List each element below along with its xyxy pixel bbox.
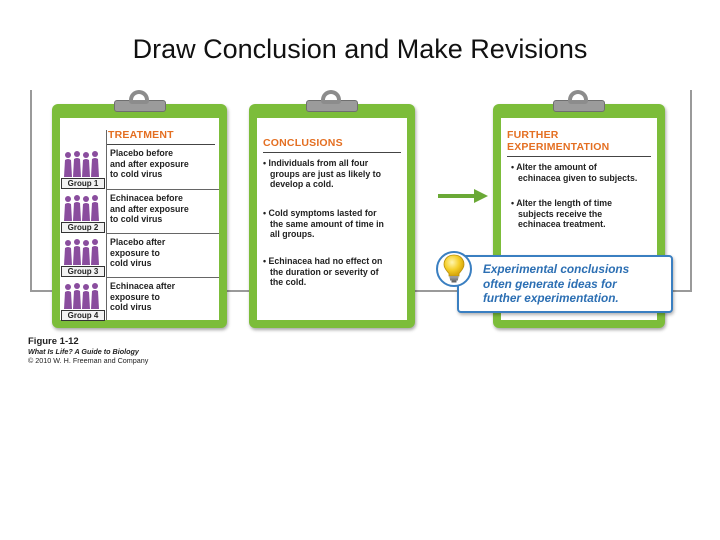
frame-right-border: [690, 90, 692, 290]
callout-box: Experimental conclusions often generate …: [457, 255, 673, 313]
conclusion-1-line-1: • Individuals from all four: [263, 158, 369, 168]
arrow-right-icon: [438, 189, 488, 203]
conclusion-1-line-2: groups are just as likely to: [270, 168, 381, 179]
group-1-treatment-line-3: to cold virus: [110, 169, 163, 180]
group-2-treatment-line-1: Echinacea before: [110, 193, 183, 203]
group-3-treatment-line-3: cold virus: [110, 258, 152, 269]
figure-number: Figure 1-12: [28, 336, 79, 347]
group-1-label: Group 1: [61, 178, 105, 189]
group-4-treatment-line-2: exposure to: [110, 291, 160, 302]
group-3-people-icon: [64, 239, 99, 265]
group-2-cell: Group 2: [60, 190, 106, 234]
further-2-line-3: echinacea treatment.: [518, 219, 606, 230]
conclusions-paper: CONCLUSIONS • Individuals from all four …: [257, 118, 407, 320]
treatment-row-divider: [106, 189, 219, 190]
treatment-clip-ring: [129, 90, 149, 104]
group-3-treatment-line-2: exposure to: [110, 247, 160, 258]
conclusions-clip-ring: [321, 90, 341, 104]
treatment-heading: TREATMENT: [108, 129, 174, 141]
conclusion-3-line-3: the cold.: [270, 277, 307, 288]
group-4-treatment-line-1: Echinacea after: [110, 281, 176, 291]
book-title: What Is Life? A Guide to Biology: [28, 347, 139, 356]
conclusion-2-line-2: the same amount of time in: [270, 218, 384, 229]
group-2-treatment-line-2: and after exposure: [110, 203, 189, 214]
group-2-treatment-line-3: to cold virus: [110, 214, 163, 225]
further-1-line-2: echinacea given to subjects.: [518, 172, 638, 183]
group-1-treatment-line-2: and after exposure: [110, 158, 189, 169]
group-1-people-icon: [64, 151, 99, 177]
further-heading-rule: [507, 156, 651, 157]
group-1-treatment-line-1: Placebo before: [110, 148, 174, 158]
further-1-line-1: • Alter the amount of: [511, 162, 597, 172]
treatment-row-divider: [106, 233, 219, 234]
conclusion-3-line-2: the duration or severity of: [270, 266, 379, 277]
conclusion-3-line-1: • Echinacea had no effect on: [263, 256, 383, 266]
group-4-treatment-line-3: cold virus: [110, 302, 152, 313]
group-1-cell: Group 1: [60, 146, 106, 190]
further-heading-line-1: FURTHER: [507, 129, 559, 141]
treatment-row-divider: [106, 277, 219, 278]
copyright-line: © 2010 W. H. Freeman and Company: [28, 356, 149, 365]
further-clip-ring: [568, 90, 588, 104]
figure-caption: Figure 1-12 What Is Life? A Guide to Bio…: [28, 336, 148, 365]
treatment-clipboard: TREATMENT Group 1 Placebo before and aft…: [52, 104, 227, 328]
group-3-cell: Group 3: [60, 234, 106, 278]
further-2-line-1: • Alter the length of time: [511, 198, 612, 208]
slide-title: Draw Conclusion and Make Revisions: [132, 34, 588, 64]
group-2-label: Group 2: [61, 222, 105, 233]
group-3-treatment-line-1: Placebo after: [110, 237, 166, 247]
treatment-heading-rule: [106, 144, 215, 145]
treatment-paper: TREATMENT Group 1 Placebo before and aft…: [60, 118, 219, 322]
group-2-people-icon: [64, 195, 99, 221]
frame-left-border: [30, 90, 32, 290]
group-4-cell: Group 4: [60, 278, 106, 322]
conclusions-heading-rule: [263, 152, 401, 153]
conclusion-2-line-1: • Cold symptoms lasted for: [263, 208, 377, 218]
callout-line-1: Experimental conclusions: [483, 262, 630, 276]
group-4-people-icon: [64, 283, 99, 309]
group-3-label: Group 3: [61, 266, 105, 277]
callout-line-2: often generate ideas for: [483, 276, 617, 291]
lightbulb-icon: [443, 254, 465, 283]
conclusion-1-line-3: develop a cold.: [270, 179, 334, 190]
further-2-line-2: subjects receive the: [518, 208, 603, 219]
conclusion-2-line-3: all groups.: [270, 229, 315, 240]
callout-line-3: further experimentation.: [483, 291, 619, 306]
group-4-label: Group 4: [61, 310, 105, 321]
conclusions-clipboard: CONCLUSIONS • Individuals from all four …: [249, 104, 415, 328]
treatment-column-divider: [106, 130, 107, 320]
conclusions-heading: CONCLUSIONS: [263, 137, 343, 149]
further-heading-line-2: EXPERIMENTATION: [507, 141, 610, 153]
